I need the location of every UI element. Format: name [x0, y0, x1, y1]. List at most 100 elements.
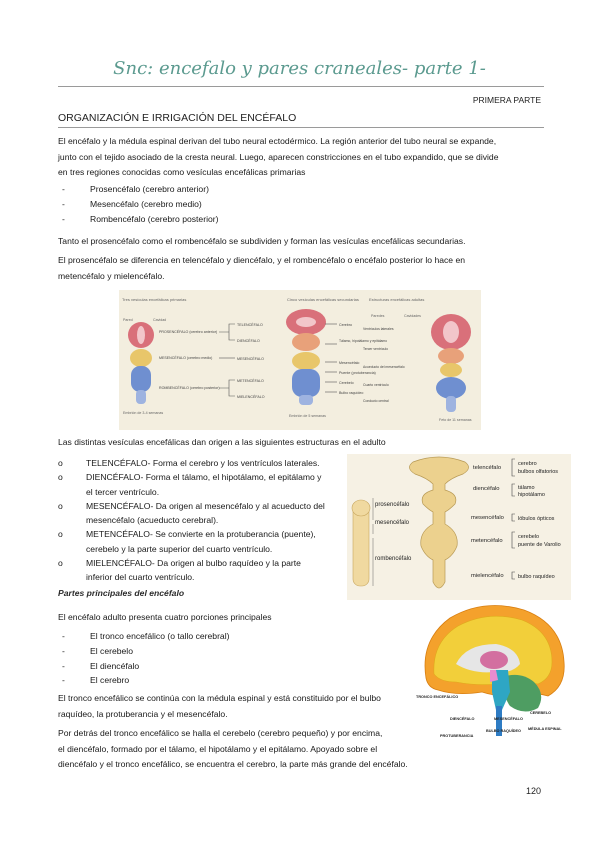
- fig2-right-label: hipotálamo: [518, 492, 545, 498]
- fig2-mid-label: diencéfalo: [473, 486, 499, 492]
- fig2-right-label: lóbulos ópticos: [518, 516, 555, 522]
- adult-structures-list: TELENCÉFALO- Forma el cerebro y los vent…: [58, 456, 348, 585]
- fig1-label: Embrión de 3-4 semanas: [123, 411, 163, 415]
- fig3-label: PROTUBERANCIA: [440, 734, 474, 738]
- fig3-label: DIENCÉFALO: [450, 716, 475, 721]
- cerebellum-line: el diencéfalo, formado por el tálamo, el…: [58, 743, 378, 754]
- fig2-right-label: cerebelo: [518, 534, 539, 540]
- fig1-label: DIENCÉFALO: [237, 338, 260, 343]
- brain-regions-figure: prosencéfalo mesencéfalo rombencéfalo te…: [347, 454, 571, 600]
- fig2-left-label: prosencéfalo: [375, 502, 410, 508]
- fig1-label: TELENCÉFALO: [237, 322, 263, 327]
- fig1-label: Cerebelo: [339, 381, 354, 385]
- document-title: Snc: encefalo y pares craneales- parte 1…: [113, 58, 486, 79]
- fig2-mid-label: mielencéfalo: [471, 573, 504, 579]
- vesicle-development-figure: Tres vesículas encefálicas primarias Par…: [119, 290, 481, 430]
- fig3-label: MÉDULA ESPINAL: [528, 726, 562, 731]
- vesicle-development-svg: Tres vesículas encefálicas primarias Par…: [122, 297, 472, 422]
- fig2-mid-label: mesencéfalo: [471, 515, 504, 521]
- fig1-label: Tálamo, hipotálamo y epitálamo: [339, 339, 387, 343]
- cerebellum-line: Por detrás del tronco encefálico se hall…: [58, 728, 383, 738]
- brain-part-item: El diencéfalo: [62, 659, 139, 675]
- fig1-label: Cinco vesículas encefálicas secundarias: [287, 297, 359, 302]
- fig1-label: Puente (protuberancia): [339, 371, 376, 375]
- secondary-vesicles-paragraph: Tanto el prosencéfalo como el rombencéfa…: [58, 236, 466, 246]
- brain-section-svg: TRONCO ENCEFÁLICO DIENCÉFALO PROTUBERANC…: [416, 605, 565, 738]
- fig1-label: Cavidad: [153, 318, 166, 322]
- fig1-label: Tercer ventrículo: [363, 347, 388, 351]
- fig1-label: METENCÉFALO: [237, 378, 264, 383]
- intro-line: junto con el tejido asociado de la crest…: [58, 151, 499, 162]
- intro-paragraph: El encéfalo y la médula espinal derivan …: [58, 134, 544, 181]
- fig1-label: Cerebro: [339, 323, 352, 327]
- fig2-right-label: cerebro: [518, 461, 537, 467]
- list-item: METENCÉFALO- Se convierte en la protuber…: [58, 527, 348, 556]
- vesicle-item: Rombencéfalo (cerebro posterior): [62, 212, 218, 228]
- brain-part-item: El tronco encefálico (o tallo cerebral): [62, 629, 230, 645]
- fig2-right-label: bulbo raquídeo: [518, 574, 555, 580]
- section-rule: [58, 127, 544, 128]
- list-item-line: mesencéfalo (acueducto cerebral).: [86, 515, 219, 526]
- intro-line: en tres regiones conocidas como vesícula…: [58, 167, 306, 177]
- intro-line: El encéfalo y la médula espinal derivan …: [58, 136, 497, 146]
- list-item: DIENCÉFALO- Forma el tálamo, el hipotála…: [58, 470, 348, 499]
- fig1-label: Acueducto del mesencéfalo: [363, 365, 405, 369]
- fig1-label: Conducto central: [363, 399, 389, 403]
- list-item-line: cerebelo y la parte superior del cuarto …: [86, 543, 273, 554]
- division-paragraph: El prosencéfalo se diferencia en telencé…: [58, 253, 544, 284]
- fig2-right-label: tálamo: [518, 485, 535, 491]
- list-item-line: el tercer ventrículo.: [86, 486, 160, 497]
- fig1-label: Paredes: [371, 314, 385, 318]
- fig1-label: Ventrículos laterales: [363, 327, 394, 331]
- fig1-label: Cavidades: [404, 314, 421, 318]
- fig2-left-label: mesencéfalo: [375, 520, 410, 526]
- brain-part-item: El cerebro: [62, 673, 129, 689]
- fig2-right-label: puente de Varolio: [518, 542, 561, 548]
- subheading: Partes principales del encéfalo: [58, 588, 185, 598]
- fig2-mid-label: telencéfalo: [473, 465, 501, 471]
- fig3-label: BULBO RAQUÍDEO: [486, 728, 521, 733]
- list-item: MIELENCÉFALO- Da origen al bulbo raquíde…: [58, 556, 348, 585]
- header-rule: [58, 86, 544, 87]
- brainstem-paragraph: El tronco encefálico se continúa con la …: [58, 691, 544, 722]
- brainstem-line: raquídeo, la protuberancia y el mesencéf…: [58, 708, 228, 719]
- fig2-left-label: rombencéfalo: [375, 556, 412, 562]
- fig1-label: Mesencéfalo: [339, 361, 359, 365]
- fig1-label: Embrión de 5 semanas: [289, 414, 326, 418]
- list-item-line: TELENCÉFALO- Forma el cerebro y los vent…: [86, 458, 320, 468]
- fig1-label: Pared: [123, 318, 133, 322]
- fig1-label: Cuarto ventrículo: [363, 383, 389, 387]
- fig3-label: TRONCO ENCEFÁLICO: [416, 694, 458, 699]
- cerebellum-line: diencéfalo y el tronco encefálico, se en…: [58, 759, 408, 769]
- fig1-label: Feto de 11 semanas: [439, 418, 472, 422]
- division-line: El prosencéfalo se diferencia en telencé…: [58, 255, 466, 265]
- list-item-line: inferior del cuarto ventrículo.: [86, 572, 195, 583]
- fig1-label: PROSENCÉFALO (cerebro anterior): [159, 329, 217, 334]
- brainstem-line: El tronco encefálico se continúa con la …: [58, 693, 381, 703]
- page-number: 120: [525, 786, 541, 796]
- brain-part-item: El cerebelo: [62, 644, 133, 660]
- fig2-mid-label: metencéfalo: [471, 538, 503, 544]
- fig1-label: MIELENCÉFALO: [237, 394, 265, 399]
- fig3-label: MESENCÉFALO: [494, 716, 523, 721]
- list-item-line: MESENCÉFALO- Da origen al mesencéfalo y …: [86, 500, 325, 511]
- division-line: metencéfalo y mielencéfalo.: [58, 270, 165, 281]
- list-item: MESENCÉFALO- Da origen al mesencéfalo y …: [58, 499, 348, 528]
- part-label: PRIMERA PARTE: [472, 95, 541, 105]
- fig1-label: ROMBENCÉFALO (cerebro posterior): [159, 385, 220, 390]
- vesicle-item: Mesencéfalo (cerebro medio): [62, 197, 202, 213]
- vesicle-item: Prosencéfalo (cerebro anterior): [62, 182, 209, 198]
- list-item-line: MIELENCÉFALO- Da origen al bulbo raquíde…: [86, 558, 301, 569]
- adult-intro: Las distintas vesículas encefálicas dan …: [58, 437, 386, 447]
- fig1-label: Bulbo raquídeo: [339, 391, 363, 395]
- section-title: ORGANIZACIÓN E IRRIGACIÓN DEL ENCÉFALO: [58, 112, 297, 124]
- list-item-line: METENCÉFALO- Se convierte en la protuber…: [86, 529, 316, 540]
- fig1-label: Tres vesículas encefálicas primarias: [122, 297, 186, 302]
- cerebellum-paragraph: Por detrás del tronco encefálico se hall…: [58, 726, 544, 773]
- brain-regions-svg: prosencéfalo mesencéfalo rombencéfalo te…: [351, 456, 561, 589]
- fig1-label: Estructuras encefálicas adultas: [369, 297, 424, 302]
- list-item: TELENCÉFALO- Forma el cerebro y los vent…: [58, 456, 348, 471]
- parts-intro: El encéfalo adulto presenta cuatro porci…: [58, 612, 272, 622]
- list-item-line: DIENCÉFALO- Forma el tálamo, el hipotála…: [86, 472, 322, 483]
- fig2-right-label: bulbos olfatorios: [518, 469, 558, 475]
